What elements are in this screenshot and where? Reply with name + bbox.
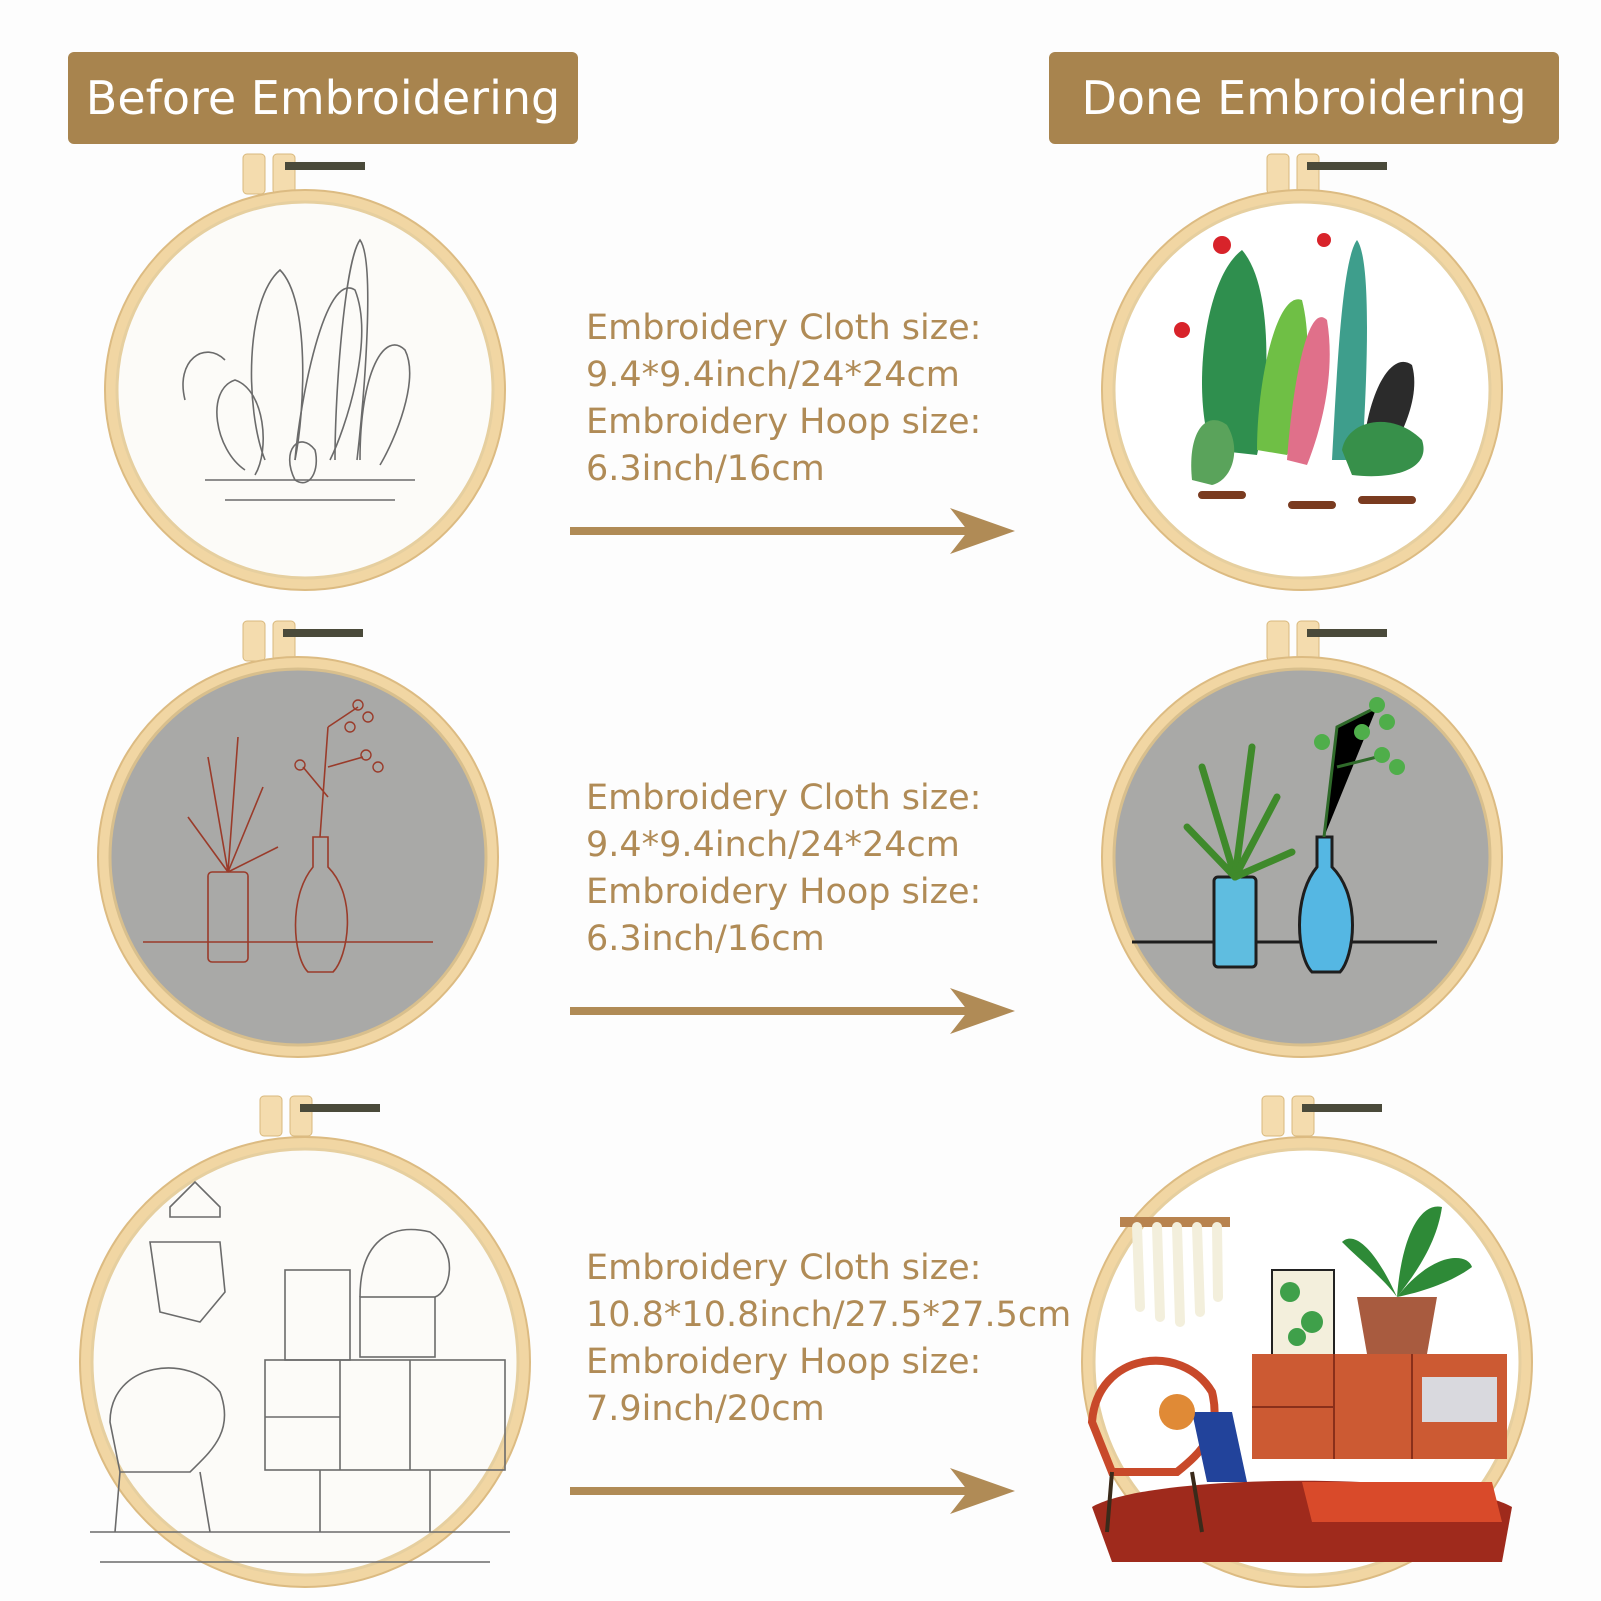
hoop-vases-finished	[1101, 620, 1503, 1058]
cloth-size-label: Embroidery Cloth size:	[586, 308, 982, 348]
hoop-size-value: 6.3inch/16cm	[586, 449, 825, 489]
hoop-size-label: Embroidery Hoop size:	[586, 1342, 982, 1382]
hoop-size-label: Embroidery Hoop size:	[586, 872, 982, 912]
hoop-cactus-outline	[104, 153, 506, 591]
cloth-size-value: 10.8*10.8inch/27.5*27.5cm	[586, 1295, 1072, 1335]
cloth-size-value: 9.4*9.4inch/24*24cm	[586, 825, 960, 865]
hoop-size-label: Embroidery Hoop size:	[586, 402, 982, 442]
done-embroidering-header: Done Embroidering	[1049, 52, 1559, 144]
before-embroidering-header: Before Embroidering	[68, 52, 578, 144]
arrow-right-icon	[570, 988, 1015, 1034]
spec-row-1: Embroidery Cloth size: 9.4*9.4inch/24*24…	[586, 305, 1066, 493]
spec-row-2: Embroidery Cloth size: 9.4*9.4inch/24*24…	[586, 775, 1066, 963]
hoop-vases-outline	[97, 620, 499, 1058]
cloth-size-value: 9.4*9.4inch/24*24cm	[586, 355, 960, 395]
cloth-size-label: Embroidery Cloth size:	[586, 778, 982, 818]
hoop-room-outline	[79, 1095, 531, 1588]
cloth-size-label: Embroidery Cloth size:	[586, 1248, 982, 1288]
hoop-size-value: 7.9inch/20cm	[586, 1389, 825, 1429]
hoop-room-finished	[1081, 1095, 1533, 1588]
arrow-right-icon	[570, 1468, 1015, 1514]
arrow-right-icon	[570, 508, 1015, 554]
spec-row-3: Embroidery Cloth size: 10.8*10.8inch/27.…	[586, 1245, 1072, 1433]
hoop-size-value: 6.3inch/16cm	[586, 919, 825, 959]
hoop-cactus-finished	[1101, 153, 1503, 591]
